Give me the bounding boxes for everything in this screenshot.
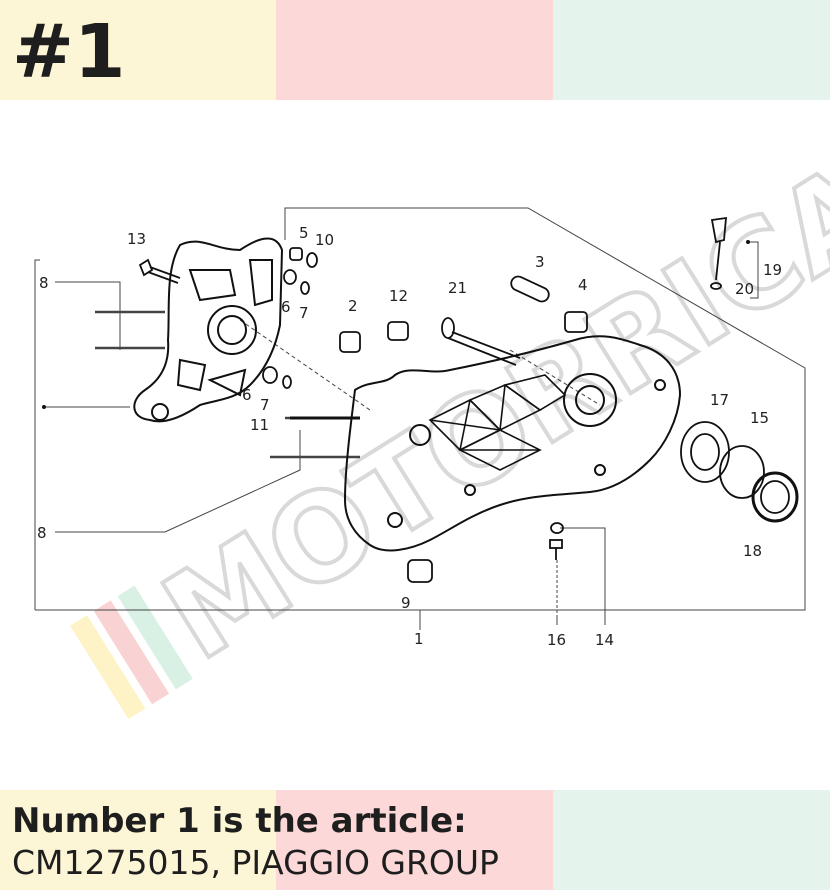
item-number-badge: #1 [12,9,126,95]
label-4: 4 [578,276,588,294]
label-14: 14 [595,631,614,649]
label-21: 21 [448,279,467,297]
top-color-band [0,0,830,100]
label-11: 11 [250,416,269,434]
label-20: 20 [735,280,754,298]
label-18: 18 [743,542,762,560]
label-15: 15 [750,409,769,427]
label-3: 3 [535,253,545,271]
label-17: 17 [710,391,729,409]
band-pink [276,0,553,100]
band-yellow [0,790,276,890]
watermark: MOTORRICAMBI [70,100,830,720]
band-mint [553,790,830,890]
band-mint [553,0,830,100]
label-8-bottom: 8 [37,524,47,542]
label-19: 19 [763,261,782,279]
label-6-bottom: 6 [242,386,252,404]
caption-article-code: CM1275015, PIAGGIO GROUP [12,843,499,882]
label-8-top: 8 [39,274,49,292]
label-2: 2 [348,297,358,315]
part-labels: 1 2 3 4 5 6 6 7 7 8 8 9 10 11 12 13 14 1… [37,224,782,649]
label-6-top: 6 [281,298,291,316]
band-pink [276,790,553,890]
label-9: 9 [401,594,411,612]
band-yellow [0,0,276,100]
label-5: 5 [299,224,309,242]
bottom-color-band [0,790,830,890]
label-7-bottom: 7 [260,396,270,414]
label-10: 10 [315,231,334,249]
small-parts [138,216,799,583]
left-crankcase-half [133,237,284,423]
exploded-parts-diagram: MOTORRICAMBI [34,100,830,720]
reference-dot [42,405,46,409]
caption-heading: Number 1 is the article: [12,801,467,841]
label-16: 16 [547,631,566,649]
reference-dot [746,240,750,244]
label-7-top: 7 [299,304,309,322]
label-12: 12 [389,287,408,305]
label-13: 13 [127,230,146,248]
label-1: 1 [414,630,424,648]
article-caption: Number 1 is the article: CM1275015, PIAG… [12,800,499,884]
main-crankcase-half [343,335,682,552]
